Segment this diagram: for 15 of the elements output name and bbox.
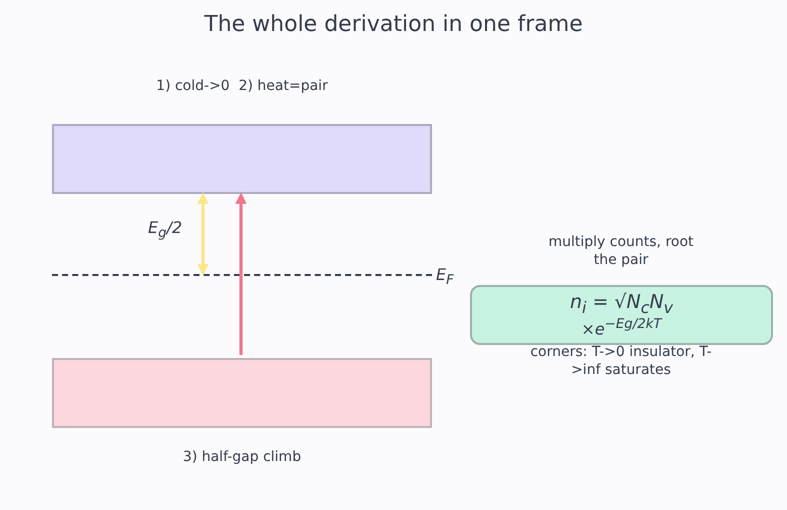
band-box bbox=[52, 124, 432, 194]
fermi-level-line bbox=[52, 274, 432, 278]
annotation-text: multiply counts, root the pair bbox=[547, 234, 695, 269]
formula-text: n$_{i}$ = √N$_{c}$N$_{v}$ bbox=[568, 292, 674, 317]
formula-text: ×e$^{−Eg/2kT}$ bbox=[580, 316, 664, 338]
annotation-text: corners: T->0 insulator, T->inf saturates bbox=[529, 344, 713, 379]
edge-label: E$_{g}$/2 bbox=[146, 218, 184, 243]
level-label: E$_{F}$ bbox=[436, 265, 455, 290]
double-arrow bbox=[197, 192, 209, 276]
diagram-title: The whole derivation in one frame bbox=[203, 11, 584, 38]
annotation-text: 3) half-gap climb bbox=[182, 449, 302, 466]
band-box bbox=[52, 358, 432, 428]
annotation-text: 1) cold->0 2) heat=pair bbox=[155, 78, 329, 96]
arrow bbox=[235, 192, 247, 355]
formula-box bbox=[470, 285, 773, 345]
